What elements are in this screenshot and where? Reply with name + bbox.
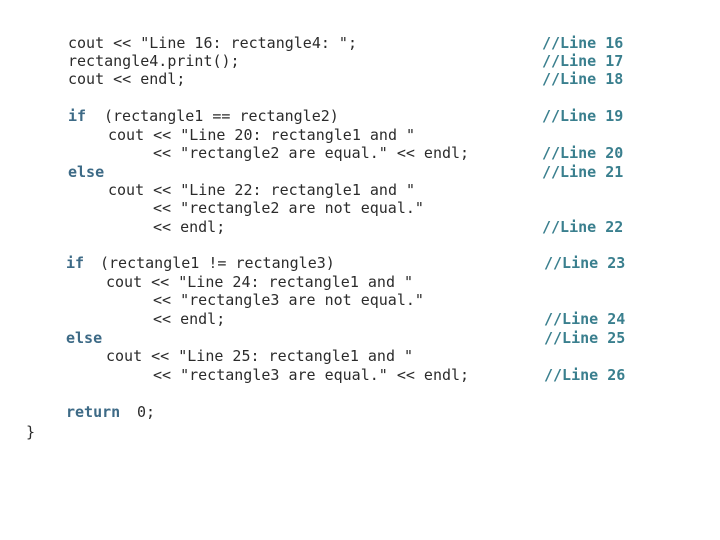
code-line-17: rectangle4.print();	[68, 52, 240, 70]
comment-line-23: //Line 23	[544, 254, 626, 272]
keyword-else-1: else	[68, 163, 105, 181]
code-line-22c: << endl;	[153, 218, 226, 236]
keyword-if-1: if	[68, 107, 87, 125]
code-line-22b: << "rectangle2 are not equal."	[153, 199, 424, 217]
code-line-18: cout << endl;	[68, 70, 186, 88]
code-line-26: << "rectangle3 are equal." << endl;	[153, 366, 470, 384]
comment-line-24: //Line 24	[544, 310, 626, 328]
code-line-19: (rectangle1 == rectangle2)	[104, 107, 339, 125]
code-return-value: 0;	[137, 403, 156, 421]
code-line-23: (rectangle1 != rectangle3)	[100, 254, 335, 272]
code-line-24a: cout << "Line 24: rectangle1 and "	[106, 273, 414, 291]
comment-line-21: //Line 21	[542, 163, 624, 181]
comment-line-16: //Line 16	[542, 34, 624, 52]
keyword-if-2: if	[66, 254, 85, 272]
comment-line-19: //Line 19	[542, 107, 624, 125]
code-line-25: cout << "Line 25: rectangle1 and "	[106, 347, 414, 365]
comment-line-17: //Line 17	[542, 52, 624, 70]
keyword-else-2: else	[66, 329, 103, 347]
closing-brace: }	[26, 423, 36, 441]
keyword-return: return	[66, 403, 121, 421]
comment-line-20: //Line 20	[542, 144, 624, 162]
code-line-20a: cout << "Line 20: rectangle1 and "	[108, 126, 416, 144]
code-line-24c: << endl;	[153, 310, 226, 328]
comment-line-26: //Line 26	[544, 366, 626, 384]
code-line-16: cout << "Line 16: rectangle4: ";	[68, 34, 357, 52]
comment-line-18: //Line 18	[542, 70, 624, 88]
code-line-24b: << "rectangle3 are not equal."	[153, 291, 424, 309]
comment-line-22: //Line 22	[542, 218, 624, 236]
code-line-20b: << "rectangle2 are equal." << endl;	[153, 144, 470, 162]
code-line-22a: cout << "Line 22: rectangle1 and "	[108, 181, 416, 199]
comment-line-25: //Line 25	[544, 329, 626, 347]
